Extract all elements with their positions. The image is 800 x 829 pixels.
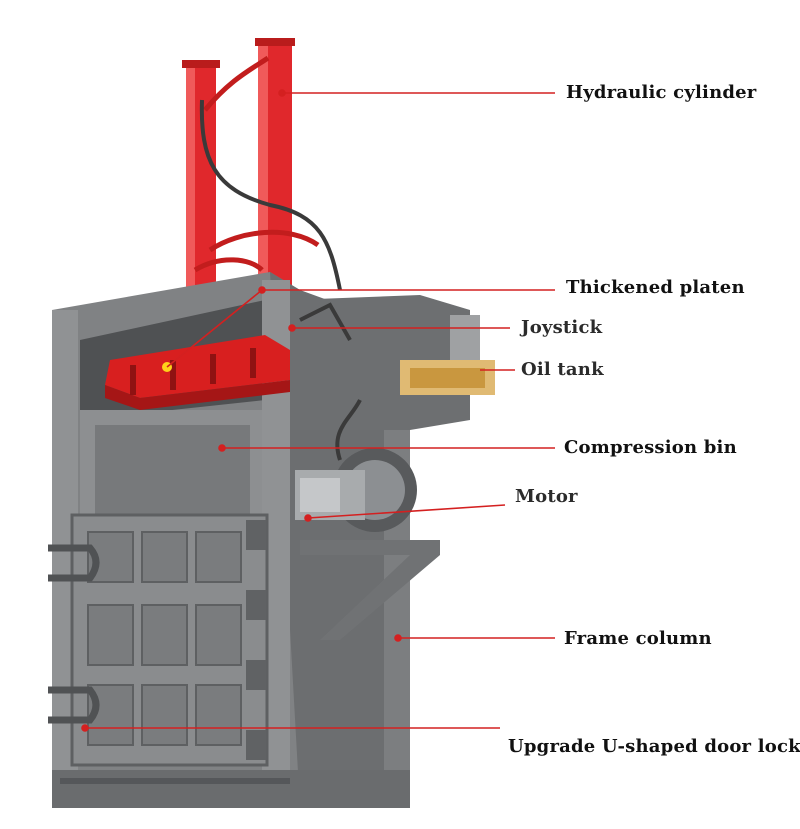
label-oil-tank: Oil tank: [521, 359, 604, 380]
label-motor: Motor: [515, 486, 578, 507]
label-door-lock: Upgrade U-shaped door lock: [508, 736, 800, 757]
label-compression-bin: Compression bin: [564, 437, 737, 458]
hydraulic-cylinder-illustration: [182, 38, 342, 291]
platen-illustration: [105, 335, 290, 410]
label-hydraulic-cylinder: Hydraulic cylinder: [566, 82, 757, 103]
label-thickened-platen: Thickened platen: [566, 277, 745, 298]
label-frame-column: Frame column: [564, 628, 712, 649]
door-illustration: [48, 513, 269, 767]
leader-line-motor: [307, 504, 506, 519]
leader-line-platen-diag: [166, 289, 263, 368]
label-joystick: Joystick: [521, 317, 603, 338]
leader-lines: [81, 89, 555, 732]
